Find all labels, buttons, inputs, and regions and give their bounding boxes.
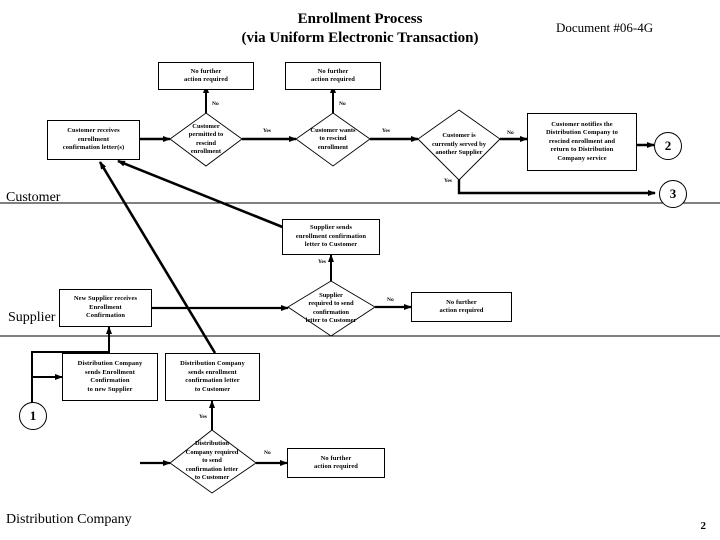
edge-label-supplier-required-yes: Yes bbox=[317, 259, 327, 265]
edge-suppliersends-to-receives bbox=[117, 159, 286, 230]
lane-label-supplier: Supplier bbox=[8, 310, 56, 325]
title-line-2: (via Uniform Electronic Transaction) bbox=[241, 30, 479, 46]
diamond-outline-dc-required bbox=[169, 429, 257, 494]
diamond-outline-supplier-required bbox=[287, 280, 376, 337]
diamond-outline-cust-permitted bbox=[169, 112, 243, 167]
edge-label-wants-yes: Yes bbox=[381, 128, 391, 134]
title-line-1: Enrollment Process bbox=[297, 11, 423, 27]
diamond-outline-cust-served bbox=[417, 109, 501, 181]
edge-label-served-no: No bbox=[506, 130, 515, 136]
edge-dcsendscustomer-to-receives bbox=[98, 161, 217, 354]
edge-label-served-yes: Yes bbox=[443, 178, 453, 184]
edge-label-permitted-yes: Yes bbox=[262, 128, 272, 134]
edge-served-yes-to-connector3 bbox=[457, 178, 656, 196]
connector-circle-1[interactable]: 1 bbox=[19, 402, 47, 430]
lane-label-distribution-company: Distribution Company bbox=[6, 512, 132, 527]
edge-label-supplier-required-no: No bbox=[386, 297, 395, 303]
edge-label-dc-required-no: No bbox=[263, 450, 272, 456]
page-number: 2 bbox=[700, 520, 707, 532]
diamond-outline-cust-wants bbox=[295, 112, 371, 167]
edge-label-permitted-no: No bbox=[211, 101, 220, 107]
connector-circle-3[interactable]: 3 bbox=[659, 180, 687, 208]
edge-label-wants-no: No bbox=[338, 101, 347, 107]
lane-label-customer: Customer bbox=[6, 190, 61, 205]
page-title: Enrollment Process (via Uniform Electron… bbox=[160, 10, 560, 48]
connector-circle-2[interactable]: 2 bbox=[654, 132, 682, 160]
edge-label-dc-required-yes: Yes bbox=[198, 414, 208, 420]
document-number: Document #06-4G bbox=[556, 20, 654, 35]
